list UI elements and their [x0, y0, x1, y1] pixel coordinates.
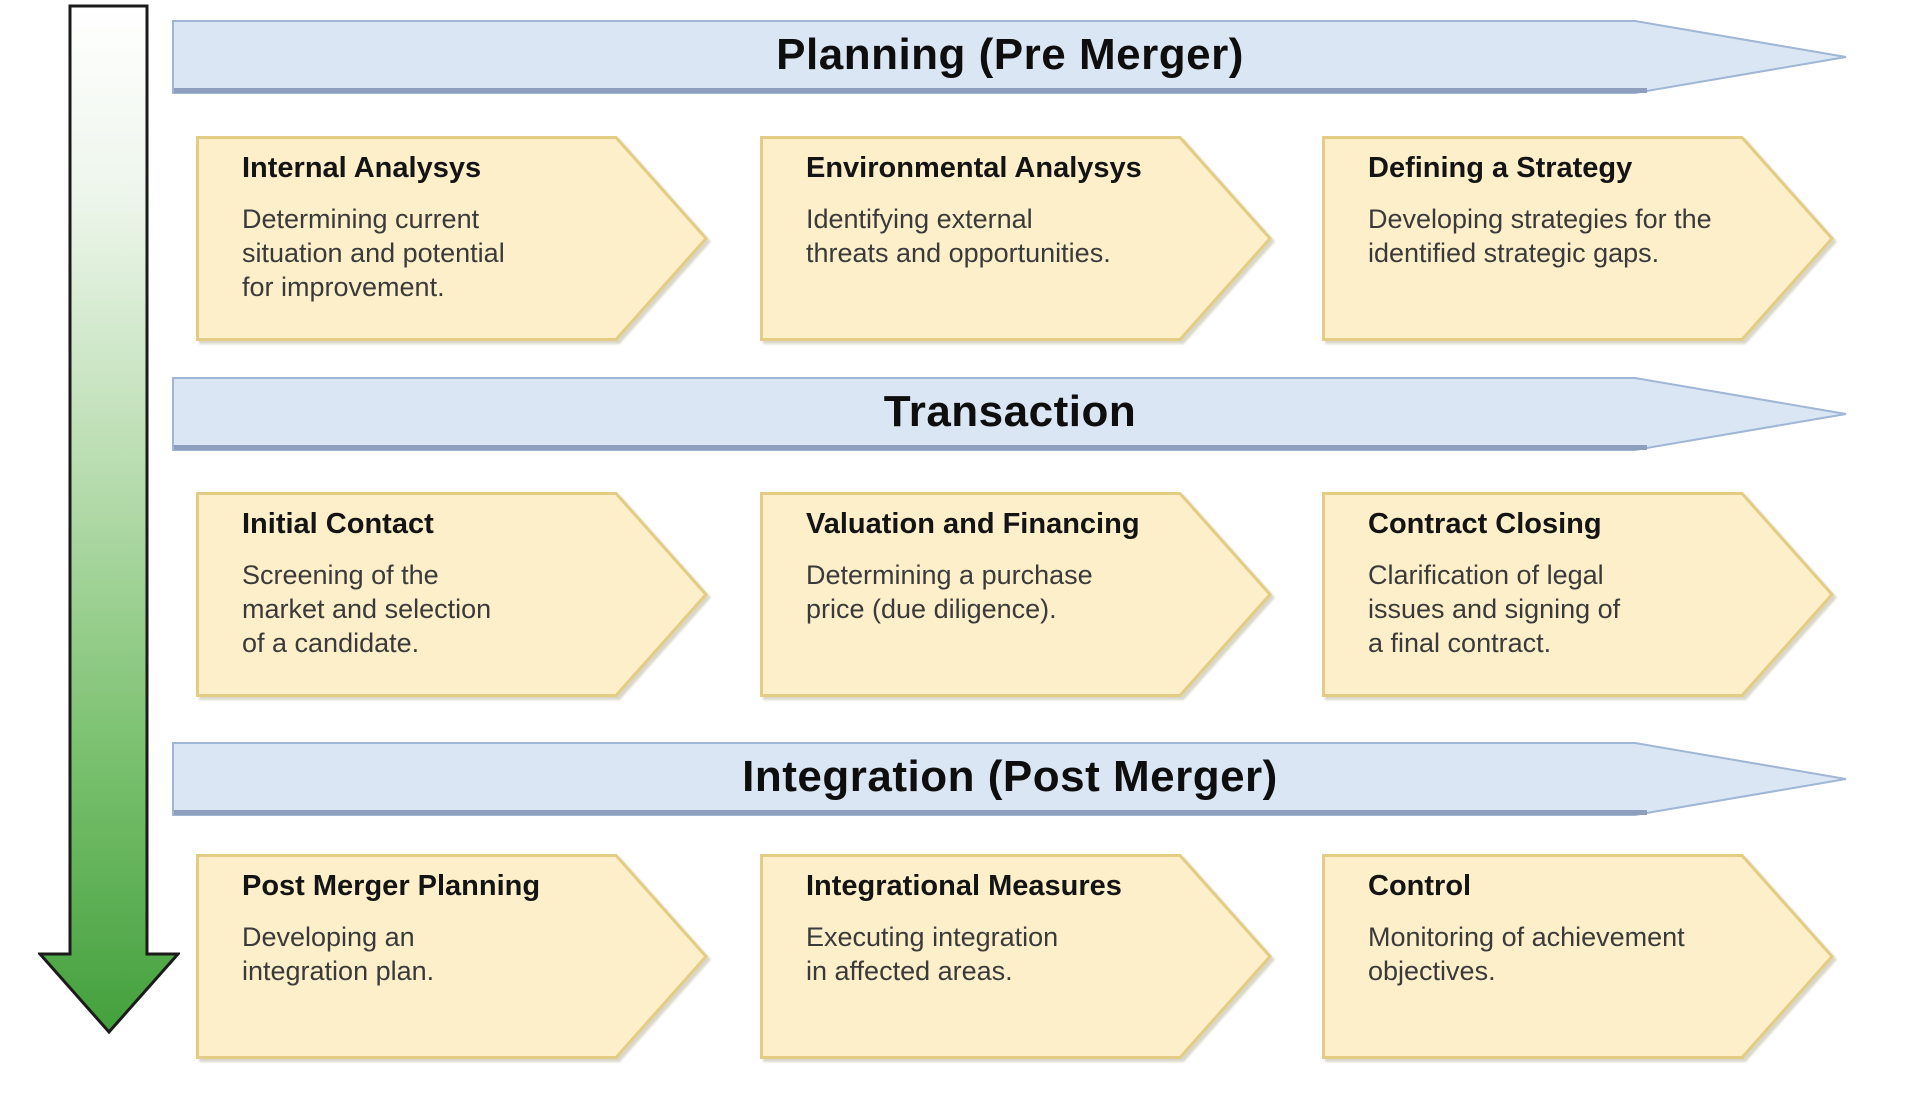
step-description: Monitoring of achievement objectives. [1368, 922, 1685, 986]
step-card-contract-closing: Contract Closing Clarification of legal … [1322, 492, 1834, 697]
chevron-shape [1322, 492, 1834, 697]
phase-banner-integration: Integration (Post Merger) [172, 741, 1848, 817]
step-description: Determining a purchase price (due dilige… [806, 560, 1093, 624]
step-title: Integrational Measures [806, 870, 1122, 902]
step-card-initial-contact: Initial Contact Screening of the market … [196, 492, 708, 697]
chevron-shape [196, 854, 708, 1059]
step-card-defining-a-strategy: Defining a Strategy Developing strategie… [1322, 136, 1834, 341]
phase-banner-label: Integration (Post Merger) [742, 752, 1278, 801]
chevron-shape [760, 136, 1272, 341]
step-card-internal-analysys: Internal Analysys Determining current si… [196, 136, 708, 341]
phase-banner-planning: Planning (Pre Merger) [172, 19, 1848, 95]
step-title: Environmental Analysys [806, 152, 1142, 184]
step-description: Clarification of legal issues and signin… [1368, 560, 1621, 658]
step-title: Internal Analysys [242, 152, 482, 184]
step-description: Determining current situation and potent… [242, 204, 505, 302]
step-description: Developing strategies for the identified… [1368, 204, 1712, 268]
step-card-integrational-measures: Integrational Measures Executing integra… [760, 854, 1272, 1059]
phase-banner-label: Transaction [883, 387, 1137, 436]
right-arrow-shape [172, 742, 1847, 816]
step-card-control: Control Monitoring of achievement object… [1322, 854, 1834, 1059]
chevron-shape [1322, 854, 1834, 1059]
right-arrow-shape [172, 20, 1847, 94]
step-description: Executing integration in affected areas. [806, 922, 1059, 986]
step-description: Identifying external threats and opportu… [806, 204, 1111, 268]
chevron-shape [1322, 136, 1834, 341]
step-title: Valuation and Financing [806, 508, 1140, 540]
step-card-valuation-and-financing: Valuation and Financing Determining a pu… [760, 492, 1272, 697]
right-arrow-shape [172, 377, 1847, 451]
step-description: Screening of the market and selection of… [242, 560, 492, 658]
phase-banner-transaction: Transaction [172, 376, 1848, 452]
chevron-shape [196, 492, 708, 697]
step-title: Control [1368, 870, 1472, 902]
chevron-shape [760, 492, 1272, 697]
chevron-shape [196, 136, 708, 341]
step-description: Developing an integration plan. [242, 922, 435, 986]
step-title: Defining a Strategy [1368, 152, 1633, 184]
step-title: Post Merger Planning [242, 870, 541, 902]
phase-banner-label: Planning (Pre Merger) [776, 30, 1244, 79]
down-arrow-icon [38, 4, 180, 1035]
step-title: Initial Contact [242, 508, 434, 540]
step-title: Contract Closing [1368, 508, 1602, 540]
step-card-environmental-analysys: Environmental Analysys Identifying exter… [760, 136, 1272, 341]
chevron-shape [760, 854, 1272, 1059]
step-card-post-merger-planning: Post Merger Planning Developing an integ… [196, 854, 708, 1059]
